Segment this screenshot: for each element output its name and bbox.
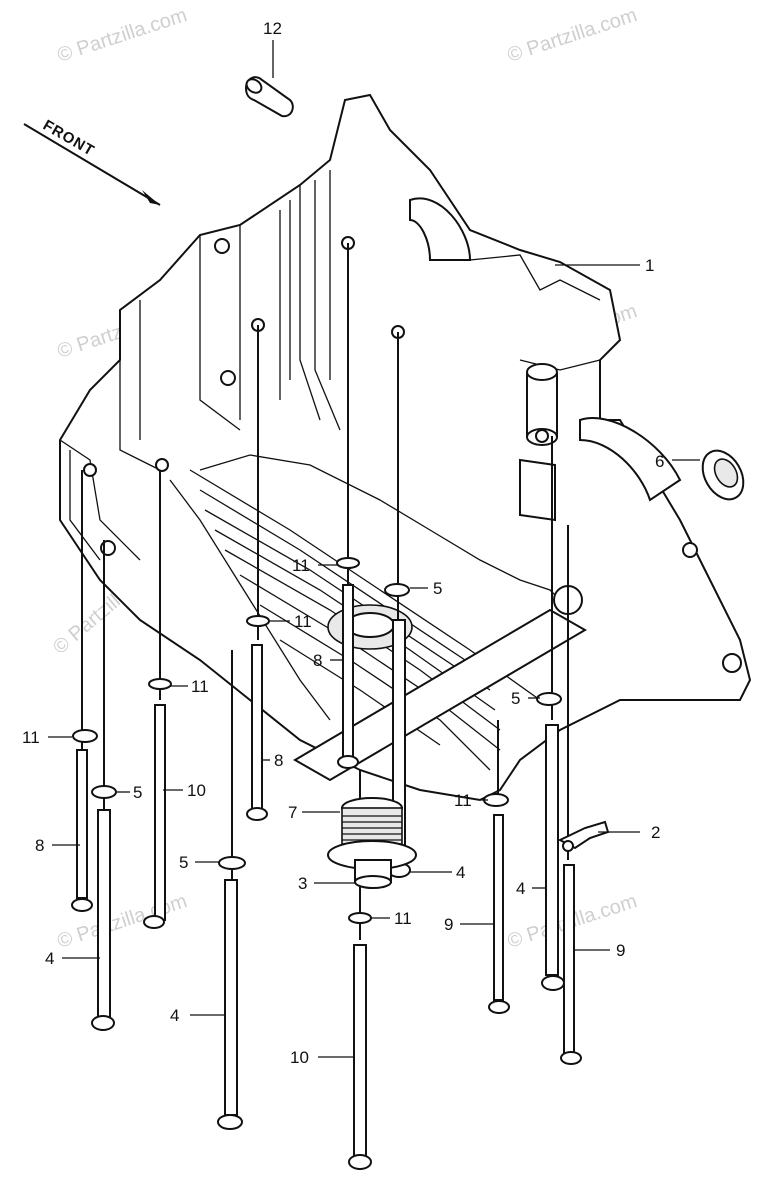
- callout-10: 10: [187, 781, 206, 800]
- dowel-pin-12: [244, 76, 294, 118]
- callout-8: 8: [274, 751, 283, 770]
- callout-8: 8: [35, 836, 44, 855]
- callout-11: 11: [394, 909, 412, 928]
- callout-4: 4: [170, 1006, 179, 1025]
- callout-labels: 12 1 6 11 5 11 8 11 5 11 8 5 10 11 7 2 8…: [22, 19, 664, 1067]
- watermark: © Partzilla.com: [55, 890, 190, 953]
- bolts: [71, 243, 582, 1170]
- oil-strainer-7: [341, 797, 403, 845]
- callout-7: 7: [288, 803, 297, 822]
- callout-5: 5: [433, 579, 442, 598]
- callout-11: 11: [191, 677, 209, 696]
- callout-6: 6: [655, 452, 664, 471]
- callout-4: 4: [456, 863, 465, 882]
- oil-seal-6: [672, 449, 745, 501]
- callout-8: 8: [313, 651, 322, 670]
- callout-9: 9: [616, 941, 625, 960]
- callout-9: 9: [444, 915, 453, 934]
- front-arrow-line: [23, 123, 161, 206]
- drain-plug-3: [327, 840, 417, 889]
- callout-5: 5: [179, 853, 188, 872]
- callout-4: 4: [516, 879, 525, 898]
- watermark: © Partzilla.com: [505, 4, 640, 67]
- callout-5: 5: [133, 783, 142, 802]
- callout-11: 11: [454, 791, 472, 810]
- callout-3: 3: [298, 874, 307, 893]
- callout-4: 4: [45, 949, 54, 968]
- callout-10: 10: [290, 1048, 309, 1067]
- leader-lines: [48, 40, 640, 1058]
- callout-1: 1: [645, 256, 654, 275]
- front-arrow: FRONT: [23, 117, 161, 206]
- callout-11: 11: [292, 556, 310, 575]
- callout-12: 12: [263, 19, 282, 38]
- front-arrow-head: [142, 190, 160, 205]
- callout-11: 11: [22, 728, 40, 747]
- crankcase-lower-half: [59, 93, 752, 802]
- callout-2: 2: [651, 823, 660, 842]
- callout-5: 5: [511, 689, 520, 708]
- callout-11: 11: [294, 612, 312, 631]
- washers: [72, 557, 562, 924]
- watermark: © Partzilla.com: [55, 4, 190, 67]
